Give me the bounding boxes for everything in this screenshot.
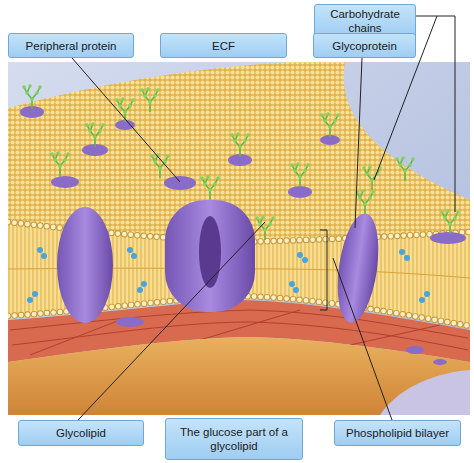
label-box: Glycolipid [18,420,144,446]
cholesterol [137,287,143,293]
carbohydrate-chain [255,215,275,240]
carbohydrate-group [22,84,460,240]
carbohydrate-chain [85,122,105,147]
carbohydrate-chain [440,209,460,234]
label-text: Phospholipid bilayer [346,426,449,440]
carbohydrate-chain [290,162,310,187]
extracellular-space [8,62,470,415]
leader-line [333,258,392,420]
peripheral-shape [430,232,466,244]
carbohydrate-chain [150,153,170,178]
leader-lines [72,16,455,420]
channel-protein [165,200,255,312]
illustration-group [8,62,470,415]
carbohydrate-chain [140,87,160,112]
cholesterol [41,253,47,259]
cholesterol [37,247,43,253]
leader-line [416,16,455,212]
cholesterol [289,281,295,287]
carbohydrate-chain [395,156,415,181]
integral-protein [57,207,113,323]
cytoplasm [8,337,470,415]
label-text: Glycoprotein [332,39,397,53]
inner-protein [116,317,144,327]
cholesterol [131,253,137,259]
cholesterol [293,287,299,293]
peripheral-shape [288,186,312,198]
cholesterol [32,291,38,297]
cytoplasm-protein [433,359,447,365]
glycoprotein-shape [332,211,385,325]
cholesterol [424,291,430,297]
leader-line [78,222,265,420]
carbohydrate-chain [50,151,70,176]
carbohydrate-chain [320,112,340,137]
protein-group [20,106,466,327]
cytoplasm-protein [406,346,424,354]
carbohydrate-chain [362,165,382,190]
cell-edge [380,370,470,415]
leader-line [355,58,362,228]
carbohydrate-chain [355,189,375,214]
bilayer-bracket [320,230,327,310]
peripheral-shape [51,176,79,188]
cholesterol [297,252,303,258]
label-text: The glucose part of a glycolipid [172,425,296,453]
leader-line [72,58,180,182]
label-box: Peripheral protein [8,33,134,58]
cholesterol [302,257,308,263]
label-box: ECF [160,33,287,58]
label-box: The glucose part of a glycolipid [165,418,303,460]
cholesterol [27,297,33,303]
cholesterol [141,281,147,287]
peripheral-shape [164,176,196,190]
carbohydrate-chain [200,175,220,200]
label-text: Peripheral protein [26,39,117,53]
label-text: Carbohydrate chains [321,7,409,35]
carbohydrate-chain [22,84,42,109]
label-text: ECF [212,39,235,53]
cholesterol [404,255,410,261]
cholesterol [419,297,425,303]
carbohydrate-chain [230,132,250,157]
label-text: Glycolipid [56,426,106,440]
channel-pore [199,216,221,288]
cholesterol [127,247,133,253]
label-box: Glycoprotein [313,33,416,58]
cholesterol [399,249,405,255]
label-box: Phospholipid bilayer [334,420,461,446]
